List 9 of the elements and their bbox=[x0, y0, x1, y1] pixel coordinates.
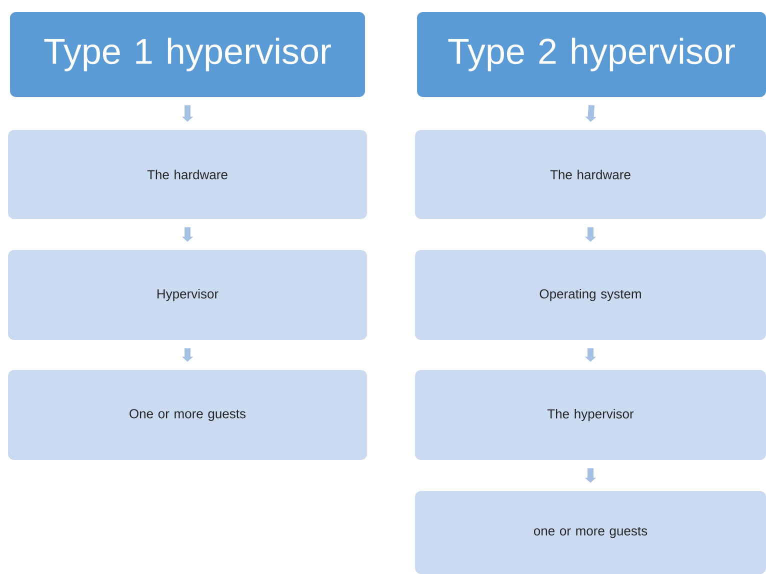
header-box: Type 1 hypervisor bbox=[10, 12, 365, 97]
step-box: One or more guests bbox=[8, 370, 367, 460]
step-box: Operating system bbox=[415, 250, 766, 340]
step-box: The hardware bbox=[415, 130, 766, 219]
header-box: Type 2 hypervisor bbox=[417, 12, 766, 97]
step-box: one or more guests bbox=[415, 491, 766, 574]
step-box: The hardware bbox=[8, 130, 367, 219]
step-box: Hypervisor bbox=[8, 250, 367, 340]
step-box: The hypervisor bbox=[415, 370, 766, 460]
